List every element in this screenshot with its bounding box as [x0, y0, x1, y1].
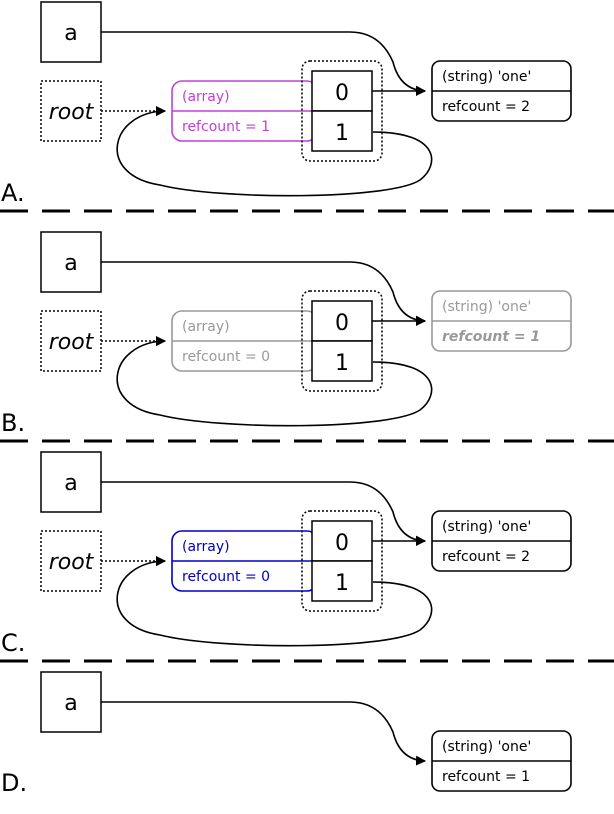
variable-a-label: a — [64, 691, 77, 716]
array-slot-1-label: 1 — [335, 571, 349, 596]
array-slots-outline — [301, 60, 383, 162]
array-slot-1 — [311, 110, 373, 152]
root-label: root — [49, 100, 95, 125]
variable-a-box — [40, 451, 102, 513]
array-slot-0 — [311, 300, 373, 342]
panel-label: D. — [1, 769, 27, 797]
string-refcount-label: refcount = 2 — [442, 99, 530, 115]
array-refcount-label: refcount = 0 — [182, 349, 270, 365]
array-slot-1-label: 1 — [335, 121, 349, 146]
array-type-label: (array) — [182, 89, 230, 105]
panel-label: C. — [1, 629, 25, 657]
panel-d: a (string) 'one' refcount = 1 D. — [1, 671, 572, 797]
string-refcount-label: refcount = 1 — [442, 329, 540, 345]
edges — [101, 701, 426, 766]
array-type-label: (array) — [182, 539, 230, 555]
edges — [101, 31, 433, 197]
array-slot-0-label: 0 — [335, 531, 349, 556]
string-type-label: (string) 'one' — [442, 739, 531, 755]
array-slot-1 — [311, 340, 373, 382]
string-refcount-label: refcount = 1 — [442, 769, 530, 785]
array-slots-outline — [301, 510, 383, 612]
edges — [101, 261, 433, 427]
root-label: root — [49, 330, 95, 355]
panel-label: A. — [1, 179, 25, 207]
array-slot-1 — [311, 560, 373, 602]
root-box — [40, 80, 102, 142]
string-type-label: (string) 'one' — [442, 69, 531, 85]
array-slots-outline — [301, 290, 383, 392]
array-refcount-label: refcount = 0 — [182, 569, 270, 585]
root-box — [40, 310, 102, 372]
panel-c: a root (array) refcount = 0 0 1 (string)… — [1, 451, 572, 657]
array-refcount-label: refcount = 1 — [182, 119, 270, 135]
panel-label: B. — [1, 409, 25, 437]
array-type-label: (array) — [182, 319, 230, 335]
panel-a: a root (array) refcount = 1 0 1 (string)… — [1, 1, 572, 207]
variable-a-box — [40, 231, 102, 293]
array-slot-0-label: 0 — [335, 81, 349, 106]
root-box — [40, 530, 102, 592]
variable-a-label: a — [64, 21, 77, 46]
string-refcount-label: refcount = 2 — [442, 549, 530, 565]
root-label: root — [49, 550, 95, 575]
string-type-label: (string) 'one' — [442, 519, 531, 535]
array-slot-1-label: 1 — [335, 351, 349, 376]
variable-a-box — [40, 1, 102, 63]
string-type-label: (string) 'one' — [442, 299, 531, 315]
panel-b: a root (array) refcount = 0 0 1 (string)… — [1, 231, 572, 437]
variable-a-box — [40, 671, 102, 733]
array-slot-0-label: 0 — [335, 311, 349, 336]
variable-a-label: a — [64, 471, 77, 496]
variable-a-label: a — [64, 251, 77, 276]
edges — [101, 481, 433, 647]
